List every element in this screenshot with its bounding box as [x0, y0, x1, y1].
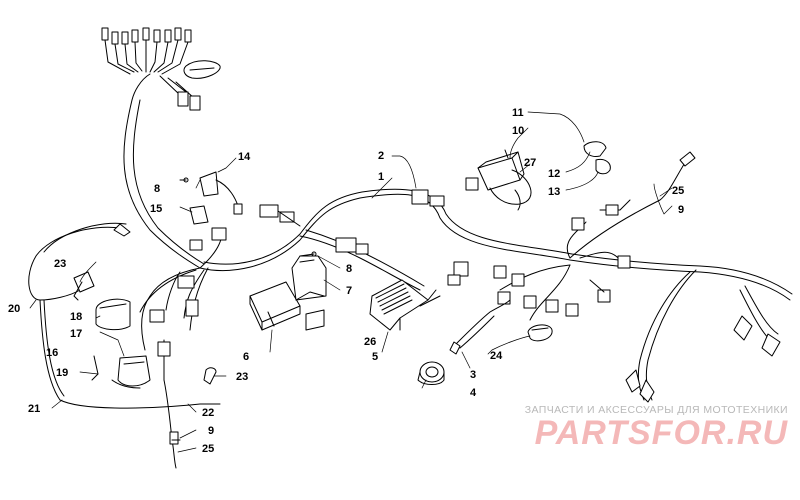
regulator-bracket [291, 255, 327, 331]
callout-8-right: 8 [346, 263, 352, 275]
callout-25-right: 25 [672, 185, 684, 197]
callout-5: 5 [372, 351, 378, 363]
leader-lines [29, 111, 673, 453]
callout-17: 17 [70, 328, 82, 340]
headlight-connector-cluster [101, 27, 221, 111]
callout-23-left: 23 [54, 258, 66, 270]
relay-components [73, 271, 151, 387]
callout-numbers: 1 2 3 4 5 6 7 8 8 9 9 10 11 12 13 14 15 … [8, 107, 684, 455]
callout-21: 21 [28, 403, 40, 415]
callout-20: 20 [8, 303, 20, 315]
callout-9-bottom: 9 [208, 425, 214, 437]
main-wiring-harness [199, 188, 793, 301]
right-harness-branches [493, 151, 781, 403]
callout-7: 7 [346, 285, 352, 297]
callout-26: 26 [364, 336, 376, 348]
left-loop-wire [28, 222, 221, 409]
ignition-switch [417, 361, 445, 385]
callout-13: 13 [548, 186, 560, 198]
headlight-harness-branch [123, 99, 205, 269]
watermark-logo: PARTSFOR.RU [534, 414, 788, 452]
callout-1: 1 [378, 171, 384, 183]
watermark-subtitle: ЗАПЧАСТИ И АКСЕССУАРЫ ДЛЯ МОТОТЕХНИКИ [524, 404, 788, 416]
callout-3: 3 [470, 369, 476, 381]
auxiliary-wire [449, 299, 511, 355]
lower-left-harness [139, 227, 227, 469]
callout-12: 12 [548, 168, 560, 180]
callout-27: 27 [524, 157, 536, 169]
callout-23-bottom: 23 [236, 371, 248, 383]
cdi-module [249, 281, 301, 331]
callout-18: 18 [70, 311, 82, 323]
callout-8-left: 8 [154, 183, 160, 195]
callout-6: 6 [243, 351, 249, 363]
callout-15: 15 [150, 203, 162, 215]
harness-connectors [259, 177, 479, 286]
callout-2: 2 [378, 150, 384, 162]
callout-11: 11 [512, 107, 524, 119]
callout-19: 19 [56, 367, 68, 379]
cable-clamp [527, 324, 553, 342]
callout-14: 14 [238, 151, 251, 163]
callout-16: 16 [46, 347, 58, 359]
spark-plug-caps [583, 141, 611, 175]
callout-10: 10 [512, 125, 524, 137]
callout-9-right: 9 [678, 204, 684, 216]
callout-4: 4 [470, 387, 477, 399]
callout-25-bottom: 25 [202, 443, 214, 455]
ignition-coil-assembly [477, 149, 532, 211]
callout-22: 22 [202, 407, 214, 419]
callout-24: 24 [490, 350, 503, 362]
rectifier [369, 279, 441, 331]
small-components [179, 171, 317, 385]
